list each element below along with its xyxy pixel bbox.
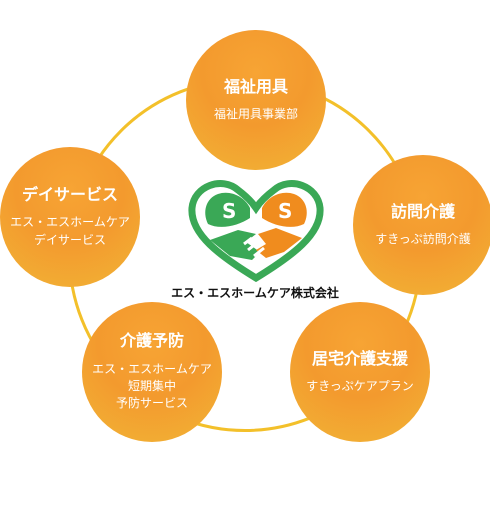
- node-title: デイサービス: [21, 185, 118, 205]
- node-line: 予防サービス: [115, 396, 188, 411]
- service-node-prevention: 介護予防 エス・エスホームケア 短期集中 予防サービス: [82, 302, 222, 442]
- node-title: 福祉用具: [223, 76, 288, 96]
- service-node-welfare: 福祉用具 福祉用具事業部: [186, 30, 326, 170]
- node-title: 訪問介護: [390, 201, 455, 221]
- node-line: 福祉用具事業部: [213, 106, 298, 121]
- logo-right-lobe: [262, 192, 307, 227]
- company-name: エス・エスホームケア株式会社: [171, 286, 339, 300]
- node-line: デイサービス: [33, 232, 106, 247]
- logo-letter-right: S: [278, 199, 292, 223]
- service-node-care-support: 居宅介護支援 すきっぷケアプラン: [290, 302, 430, 442]
- node-line: エス・エスホームケア: [92, 361, 212, 376]
- node-title: 介護予防: [119, 331, 184, 351]
- node-title: 居宅介護支援: [311, 348, 408, 368]
- logo-letter-left: S: [222, 199, 236, 223]
- logo-hand-orange: [256, 228, 302, 258]
- service-node-home-visit: 訪問介護 すきっぷ訪問介護: [353, 155, 490, 295]
- node-line: すきっぷ訪問介護: [375, 231, 471, 246]
- service-node-day-service: デイサービス エス・エスホームケア デイサービス: [0, 147, 140, 287]
- logo-fingers: [243, 236, 265, 258]
- heart-handshake-logo: S S: [188, 180, 324, 282]
- company-logo-block: S S エス・エスホームケア株式会社: [160, 178, 350, 308]
- node-line: すきっぷケアプラン: [306, 378, 414, 393]
- logo-heart: [188, 180, 324, 282]
- node-line: 短期集中: [127, 378, 176, 393]
- node-line: エス・エスホームケア: [10, 215, 130, 230]
- logo-hand-green: [210, 230, 260, 260]
- logo-left-lobe: [205, 192, 250, 227]
